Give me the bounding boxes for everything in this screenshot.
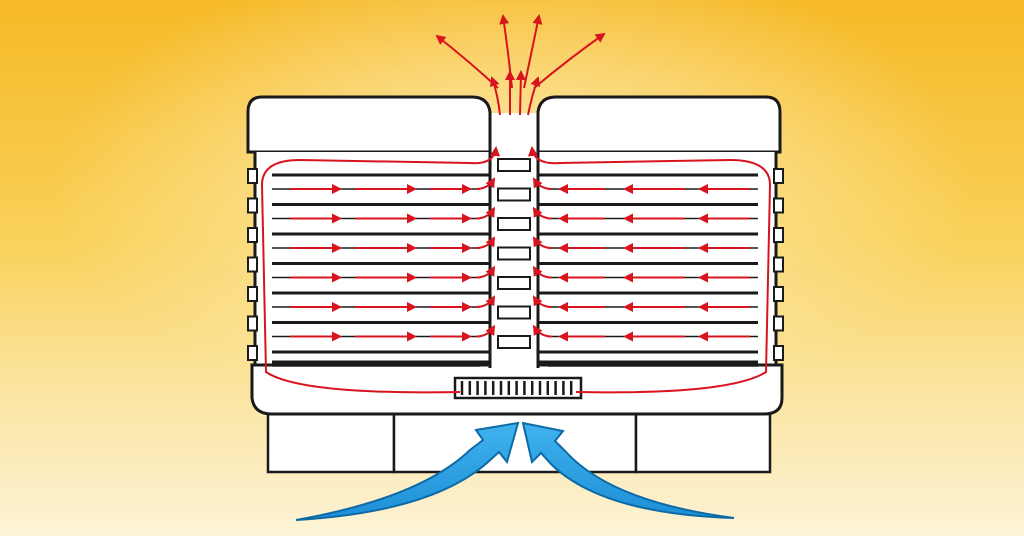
hot-air-arrows xyxy=(260,14,772,394)
vent-right xyxy=(773,197,784,214)
vent-left xyxy=(247,256,258,273)
vent-left xyxy=(247,197,258,214)
chimney-port xyxy=(497,335,531,349)
vent-left xyxy=(247,345,258,361)
hot-air-arrow-into-chimney-left xyxy=(475,324,496,338)
hot-air-arrow-into-chimney-right xyxy=(532,206,553,220)
stand-segment-left xyxy=(266,412,396,474)
vent-right xyxy=(773,286,784,302)
hot-air-arrow-into-chimney-right xyxy=(532,295,553,308)
vent-right xyxy=(773,315,784,332)
exhaust-arrow-1 xyxy=(489,76,501,116)
chimney-port xyxy=(497,305,531,320)
hot-air-arrow-into-chimney-left xyxy=(475,206,496,220)
cool-air-intake xyxy=(295,421,735,521)
vent-right xyxy=(773,345,784,361)
exhaust-arrow-6 xyxy=(499,14,513,89)
base-stand xyxy=(266,412,772,474)
heating-element xyxy=(453,376,583,400)
vent-left xyxy=(247,315,258,332)
chimney-port xyxy=(497,187,531,202)
exhaust-arrow-4 xyxy=(527,76,541,116)
hot-air-arrow-into-chimney-right xyxy=(532,177,553,190)
hot-air-arrow-into-chimney-right xyxy=(532,265,553,279)
cool-air-arrow-right xyxy=(521,421,735,519)
lid-right xyxy=(536,95,782,154)
exhaust-arrow-7 xyxy=(523,14,543,89)
hot-air-loop-left xyxy=(260,146,501,394)
hot-air-arrow-into-chimney-right xyxy=(532,236,553,249)
hot-air-arrow-into-chimney-left xyxy=(475,177,496,190)
exhaust-arrow-3 xyxy=(515,70,526,116)
vent-right xyxy=(773,227,784,243)
vent-left xyxy=(247,227,258,243)
heater-fins xyxy=(460,381,573,395)
hot-air-arrow-into-chimney-right xyxy=(532,324,553,338)
chimney-port xyxy=(497,276,531,290)
chimney-port xyxy=(497,246,531,261)
hot-air-arrow-into-chimney-left xyxy=(475,236,496,249)
central-chimney xyxy=(490,113,538,371)
cool-air-arrow-left xyxy=(295,421,520,521)
chimney-ports xyxy=(497,158,531,349)
vent-right xyxy=(773,256,784,273)
side-vents xyxy=(247,168,784,361)
vent-left xyxy=(247,168,258,184)
stand-segment-right xyxy=(634,412,772,474)
chimney-port xyxy=(497,217,531,231)
exhaust-arrow-8 xyxy=(533,32,606,89)
lid-left xyxy=(246,95,492,154)
hot-air-arrow-into-chimney-left xyxy=(475,265,496,279)
vent-right xyxy=(773,168,784,184)
vent-left xyxy=(247,286,258,302)
chimney-port xyxy=(497,158,531,172)
hot-air-arrow-into-chimney-left xyxy=(475,295,496,308)
hot-air-loop-right xyxy=(527,146,772,394)
exhaust-arrow-5 xyxy=(435,34,499,89)
